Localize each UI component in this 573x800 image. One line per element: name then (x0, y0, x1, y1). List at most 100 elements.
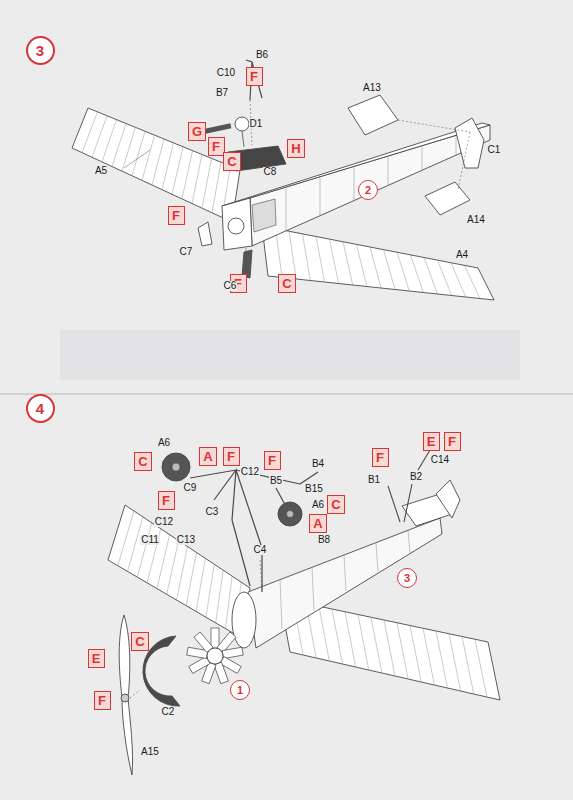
step-number: 2 (358, 180, 378, 200)
part-number: B1 (367, 475, 381, 485)
wing-rib (475, 639, 487, 697)
part-number: C12 (154, 517, 174, 527)
color-code-box: F (372, 448, 389, 467)
wing-rib (167, 541, 179, 595)
wing-rib (216, 570, 224, 623)
wing-rib (370, 247, 381, 288)
fuselage-frame (344, 555, 346, 591)
wing-rib (162, 143, 174, 190)
node-text: C (227, 155, 236, 168)
node-text: 4 (36, 401, 44, 416)
wheel-a6 (162, 453, 190, 481)
wing-rib (137, 523, 151, 577)
fuselage-nose (232, 592, 256, 648)
seat-post (242, 131, 244, 147)
leader (260, 560, 262, 590)
node-text: C (331, 498, 340, 511)
color-code-box: E (423, 432, 440, 451)
wing-rib (462, 637, 474, 695)
part-number: A13 (362, 83, 382, 93)
step3-assembly (72, 60, 494, 300)
prop-hub (121, 694, 129, 702)
wing-rib (384, 620, 395, 676)
wing-rib (196, 558, 205, 611)
color-code-box: F (223, 447, 240, 466)
part-number: B5 (269, 476, 283, 486)
color-code-box: F (168, 206, 185, 225)
cylinder (189, 657, 210, 674)
wing-rib (186, 552, 196, 605)
color-code-box: C (131, 632, 148, 651)
step-number: 3 (26, 36, 55, 65)
part-number: C14 (430, 455, 450, 465)
fuselage-frame (312, 567, 314, 610)
part-number: C11 (140, 535, 160, 545)
wing-rib (102, 120, 117, 162)
left-wing (108, 505, 250, 640)
wing-rib (276, 229, 283, 278)
wheel-a6 (278, 502, 302, 526)
node-text: 3 (36, 43, 44, 58)
wing-rib (303, 234, 311, 281)
rudder-c1 (455, 118, 484, 168)
node-text: C (138, 455, 147, 468)
crankcase (207, 648, 223, 664)
color-code-box: F (158, 491, 175, 510)
wing-rib (384, 250, 396, 290)
seat-d1 (235, 117, 249, 131)
fuselage-frame (408, 531, 410, 554)
color-code-box: C (223, 152, 240, 171)
node-text: F (212, 140, 220, 153)
node-text: F (268, 454, 276, 467)
node-text: F (172, 209, 180, 222)
wing-rib (319, 606, 329, 661)
node-text: C (135, 635, 144, 648)
wing-rib (410, 626, 421, 683)
color-code-box: H (287, 139, 304, 158)
color-code-box: A (309, 514, 326, 533)
step-number: 1 (230, 680, 250, 700)
step4-assembly (108, 450, 500, 775)
node-text: G (192, 125, 202, 138)
wing-rib (289, 231, 296, 279)
cylinder (222, 647, 243, 658)
node-text: 2 (365, 185, 371, 196)
cylinder (211, 628, 219, 648)
wing-rib (371, 617, 382, 673)
wing-rib (436, 631, 448, 688)
fuselage-frame (376, 543, 378, 572)
part-number: B15 (304, 484, 324, 494)
wing-rib (343, 242, 353, 285)
stabilizer-a13 (348, 95, 398, 135)
wing-rib (202, 158, 212, 208)
cabane-b1-b2 (388, 450, 430, 522)
part-number: C2 (161, 707, 176, 717)
node-text: A (313, 517, 322, 530)
node-text: F (250, 70, 258, 83)
part-number: B8 (317, 535, 331, 545)
node-text: F (448, 435, 456, 448)
leader (398, 120, 470, 132)
part-number: A6 (157, 438, 171, 448)
node-text: H (291, 142, 300, 155)
fuselage-frame (388, 157, 389, 186)
stabilizer-a14 (425, 182, 470, 215)
node-text: F (376, 451, 384, 464)
part-number: A5 (94, 166, 108, 176)
wing-rib (411, 255, 424, 293)
leader (246, 248, 247, 252)
color-code-box: F (208, 137, 225, 156)
faint-print (60, 330, 520, 380)
node-text: F (98, 694, 106, 707)
part-c7 (198, 222, 212, 246)
wing-rib (112, 124, 126, 167)
part-number: B4 (311, 459, 325, 469)
leader (458, 132, 470, 190)
wing-rib (438, 260, 452, 295)
wheel-hub (287, 511, 294, 518)
fuselage-frame (422, 147, 423, 172)
panel-divider (0, 394, 573, 395)
part-number: B6 (255, 50, 269, 60)
